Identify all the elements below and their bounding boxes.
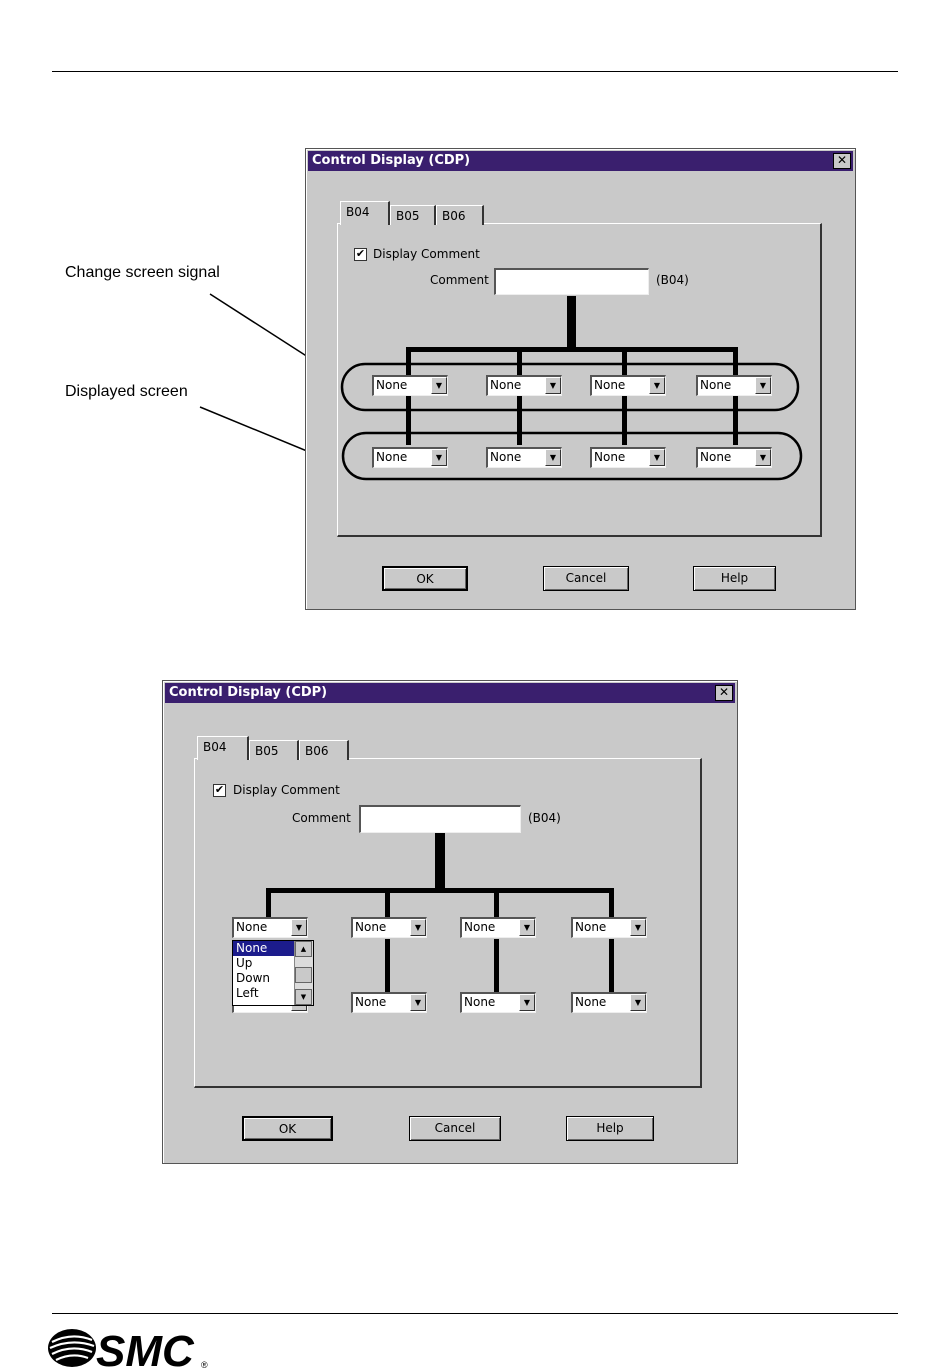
dropdown-arrow-icon[interactable]: ▼ (755, 449, 771, 466)
smc-logo-text: SMC (96, 1327, 195, 1370)
dropdown-arrow-icon[interactable]: ▼ (649, 449, 665, 466)
annotation-change-screen-signal: Change screen signal (65, 264, 220, 281)
display-comment-label: Display Comment (373, 247, 480, 261)
change-signal-select-4[interactable]: None▼ (696, 375, 772, 396)
change-signal-select-4[interactable]: None▼ (571, 917, 647, 938)
check-icon: ✔ (355, 247, 366, 260)
close-icon[interactable]: ✕ (833, 153, 851, 169)
tab-b05[interactable]: B05 (249, 740, 299, 760)
dropdown-arrow-icon[interactable]: ▼ (755, 377, 771, 394)
displayed-screen-highlight (341, 431, 803, 481)
change-signal-select-1[interactable]: None▼ (232, 917, 308, 938)
display-comment-label: Display Comment (233, 783, 340, 797)
dialog-title: Control Display (CDP) ✕ (165, 683, 735, 703)
comment-label: Comment (430, 273, 489, 287)
change-signal-highlight (340, 362, 800, 412)
dropdown-arrow-icon[interactable]: ▼ (519, 994, 535, 1011)
cancel-button[interactable]: Cancel (543, 566, 629, 591)
dropdown-arrow-icon[interactable]: ▼ (410, 919, 426, 936)
close-icon[interactable]: ✕ (715, 685, 733, 701)
displayed-screen-select-1[interactable]: None▼ (372, 447, 448, 468)
change-signal-select-1[interactable]: None▼ (372, 375, 448, 396)
display-comment-checkbox[interactable]: ✔ (213, 784, 226, 797)
change-signal-select-3[interactable]: None▼ (460, 917, 536, 938)
tab-b05[interactable]: B05 (390, 205, 436, 225)
comment-field[interactable] (494, 268, 649, 295)
registered-mark: ® (201, 1360, 208, 1370)
dropdown-arrow-icon[interactable]: ▼ (291, 919, 307, 936)
comment-ref: (B04) (528, 811, 561, 825)
dropdown-arrow-icon[interactable]: ▼ (519, 919, 535, 936)
check-icon: ✔ (214, 783, 225, 796)
dropdown-list[interactable]: None Up Down Left ▲ ▼ (232, 940, 314, 1006)
scroll-up-icon[interactable]: ▲ (295, 941, 312, 957)
comment-ref: (B04) (656, 273, 689, 287)
dropdown-arrow-icon[interactable]: ▼ (630, 994, 646, 1011)
dropdown-arrow-icon[interactable]: ▼ (630, 919, 646, 936)
displayed-screen-select-3[interactable]: None▼ (460, 992, 536, 1013)
tab-b06[interactable]: B06 (436, 205, 484, 225)
dropdown-arrow-icon[interactable]: ▼ (545, 377, 561, 394)
dialog-title: Control Display (CDP) ✕ (308, 151, 853, 171)
tab-b06[interactable]: B06 (299, 740, 349, 760)
displayed-screen-select-4[interactable]: None▼ (696, 447, 772, 468)
scroll-down-icon[interactable]: ▼ (295, 989, 312, 1005)
dropdown-arrow-icon[interactable]: ▼ (431, 377, 447, 394)
annotation-displayed-screen: Displayed screen (65, 383, 188, 400)
help-button[interactable]: Help (693, 566, 776, 591)
ok-button[interactable]: OK (382, 566, 468, 591)
comment-label: Comment (292, 811, 351, 825)
change-signal-select-2[interactable]: None▼ (351, 917, 427, 938)
tab-b04[interactable]: B04 (340, 201, 390, 225)
dialog-title-text: Control Display (CDP) (312, 153, 471, 168)
bottom-rule (52, 1313, 898, 1314)
smc-logo: SMC ® (48, 1327, 208, 1370)
dropdown-option[interactable]: Left (236, 986, 259, 1000)
dropdown-scrollbar[interactable]: ▲ ▼ (294, 941, 313, 1005)
displayed-screen-select-4[interactable]: None▼ (571, 992, 647, 1013)
ok-button[interactable]: OK (242, 1116, 333, 1141)
dropdown-option[interactable]: Down (236, 971, 271, 985)
tab-panel (194, 758, 702, 1088)
tree-connectors (266, 833, 614, 993)
comment-field[interactable] (359, 805, 521, 833)
displayed-screen-select-3[interactable]: None▼ (590, 447, 666, 468)
change-signal-select-3[interactable]: None▼ (590, 375, 666, 396)
top-rule (52, 71, 898, 72)
control-display-dialog-2: Control Display (CDP) ✕ B04 B05 B06 ✔ Di… (162, 680, 738, 1164)
smc-logo-mark (48, 1329, 96, 1367)
dialog-title-text: Control Display (CDP) (169, 685, 328, 700)
scroll-thumb[interactable] (295, 967, 312, 983)
displayed-screen-select-2[interactable]: None▼ (351, 992, 427, 1013)
dropdown-option[interactable]: None (233, 941, 313, 956)
dropdown-arrow-icon[interactable]: ▼ (431, 449, 447, 466)
dropdown-arrow-icon[interactable]: ▼ (545, 449, 561, 466)
tab-panel (337, 223, 822, 537)
cancel-button[interactable]: Cancel (409, 1116, 501, 1141)
tab-b04[interactable]: B04 (197, 736, 249, 760)
dropdown-option[interactable]: Up (236, 956, 253, 970)
dropdown-arrow-icon[interactable]: ▼ (410, 994, 426, 1011)
display-comment-checkbox[interactable]: ✔ (354, 248, 367, 261)
displayed-screen-select-2[interactable]: None▼ (486, 447, 562, 468)
control-display-dialog-1: Control Display (CDP) ✕ B04 B05 B06 ✔ Di… (305, 148, 856, 610)
dropdown-arrow-icon[interactable]: ▼ (649, 377, 665, 394)
change-signal-select-2[interactable]: None▼ (486, 375, 562, 396)
help-button[interactable]: Help (566, 1116, 654, 1141)
